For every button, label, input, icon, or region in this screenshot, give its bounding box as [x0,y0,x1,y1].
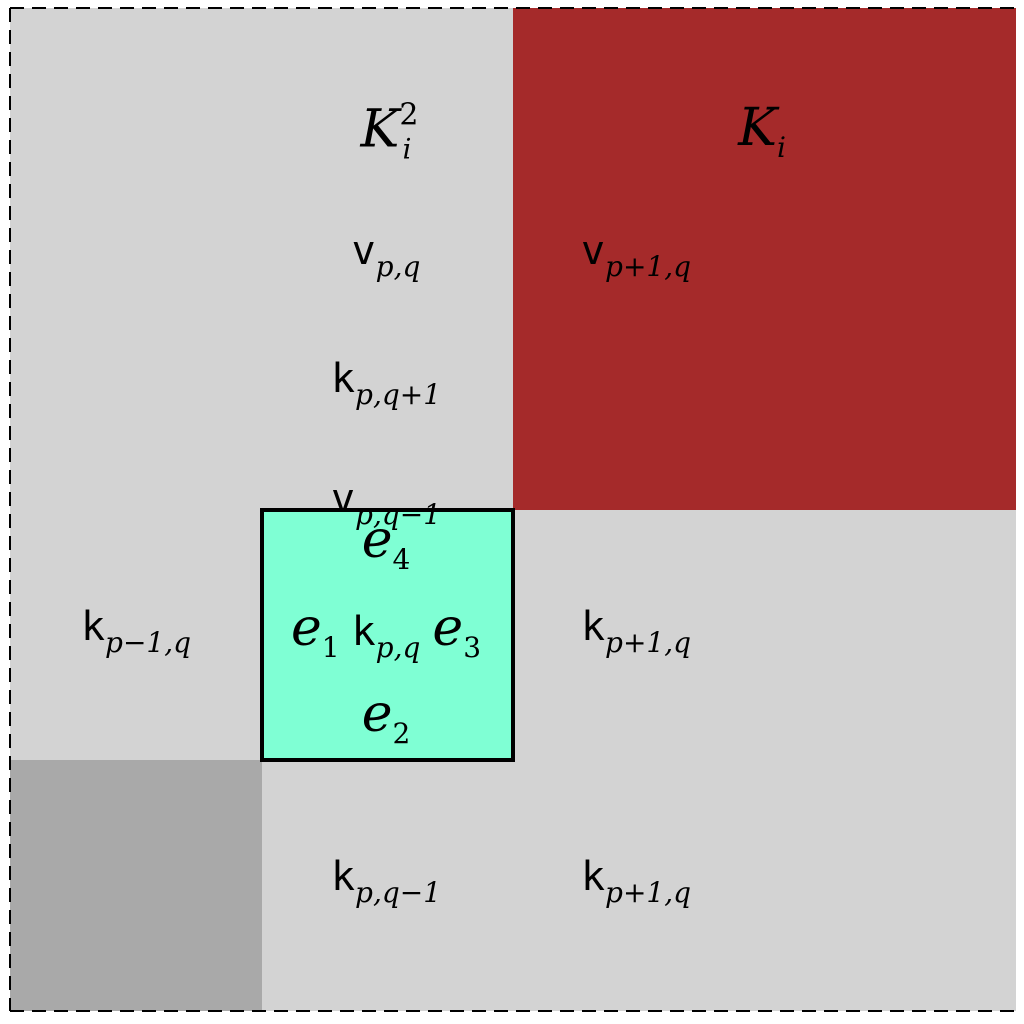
label-k-p1-q-middle: kp+1,q [581,607,691,657]
k-p1-q-middle-sub: p+1,q [605,626,692,659]
k-pm1-q-base: k [80,604,106,650]
e1-sub: 1 [321,631,340,664]
label-v-p-q: vp,q [352,231,421,281]
label-k-p1-q-bottom: kp+1,q [581,857,691,907]
v-p-q-sub: p,q [375,250,421,283]
label-v-p1-q: vp+1,q [581,231,691,281]
e2-base: e [361,684,393,744]
label-e4: e4 [362,514,411,574]
v-p1-q-sub: p+1,q [605,250,692,283]
label-k-p-q1: kp,q+1 [331,359,441,409]
k-i-squared-base: K [360,99,400,160]
k-p-qm1-sub: p,q−1 [355,876,442,909]
center-cell [260,508,515,762]
highlighted-cell-ki [513,8,1016,510]
label-k-p-qm1: kp,q−1 [331,857,441,907]
e4-sub: 4 [392,543,411,576]
k-p-q1-sub: p,q+1 [355,378,442,411]
k-p1-q-bottom-sub: p+1,q [605,876,692,909]
label-k-pm1-q: kp−1,q [81,607,191,657]
k-i-base: K [738,98,777,158]
label-e2: e2 [362,688,411,748]
v-p-qm1-base: v [330,476,356,522]
e2-sub: 2 [392,717,411,750]
label-k-i: Ki [738,102,786,162]
k-i-squared-sup: 2 [399,97,419,133]
k-p1-q-middle-base: k [580,604,606,650]
k-p-q-base: k [351,609,376,655]
e3-base: e [432,598,464,658]
label-v-p-qm1: vp,q−1 [331,479,441,529]
k-p-q-sub: p,q [375,631,421,664]
v-p-qm1-sub: p,q−1 [355,498,442,531]
k-p1-q-bottom-base: k [580,854,606,900]
label-k-i-squared: K2i [360,99,419,166]
e4-base: e [361,510,393,570]
k-p-q1-base: k [330,356,356,402]
k-i-sub: i [776,131,786,164]
k-i-squared-sub: i [402,132,412,166]
corner-cell [10,760,262,1011]
k-pm1-q-sub: p−1,q [105,626,192,659]
v-p-q-base: v [351,228,376,274]
k-p-qm1-base: k [330,854,356,900]
e3-sub: 3 [463,631,482,664]
e1-base: e [290,598,322,658]
v-p1-q-base: v [580,228,606,274]
